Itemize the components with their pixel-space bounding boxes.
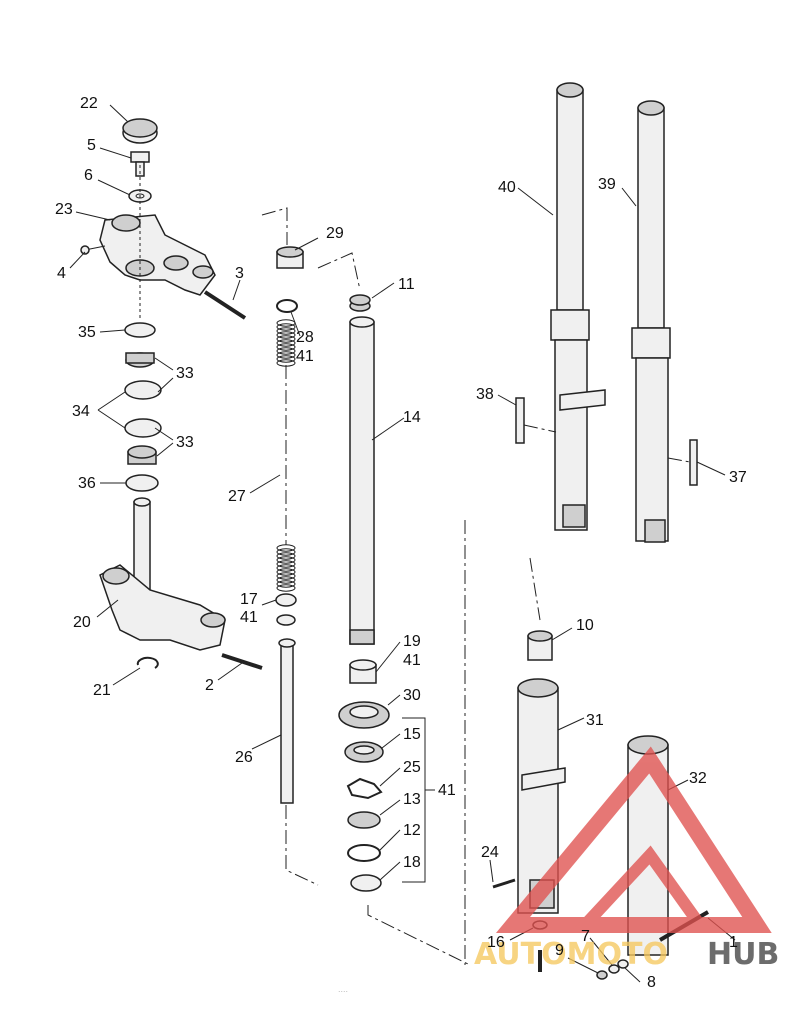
spring-coil [276,548,296,556]
callout-4: 4 [57,265,66,282]
callout-13: 13 [403,791,421,808]
callout-34: 34 [72,403,90,420]
callout-30: 30 [403,687,421,704]
automotohub-watermark: AUTOMOTO HUB [474,746,779,972]
damper-column [261,207,319,886]
spring-coil [276,339,296,347]
callout-41-a: 41 [296,348,314,365]
inner-tube-column [317,252,471,966]
spring-coil [276,564,296,572]
callout-1: 1 [729,934,738,951]
leader-lines [69,104,736,983]
spring-coil [276,327,296,335]
callout-3: 3 [235,265,244,282]
callout-12: 12 [403,822,421,839]
callout-10: 10 [576,617,594,634]
callout-11: 11 [398,276,415,293]
callout-18: 18 [403,854,421,871]
callout-7: 7 [581,928,590,945]
spring-coil [276,556,296,564]
spring-coil [276,584,296,592]
callout-41-d: 41 [438,782,456,799]
callout-29: 29 [326,225,344,242]
callout-26: 26 [235,749,253,766]
callout-20: 20 [73,614,91,631]
callout-35: 35 [78,324,96,341]
spring-coil [276,576,296,584]
spring-coil [276,560,296,568]
callout-23: 23 [55,201,73,218]
callout-15: 15 [403,726,421,743]
spring-coil [276,552,296,560]
callout-8: 8 [647,974,656,991]
spring-coil [276,347,296,355]
callout-labels: 22 5 6 23 4 3 35 33 34 33 36 20 21 2 29 … [55,95,747,991]
callout-31: 31 [586,712,604,729]
callout-41-b: 41 [240,609,258,626]
lower-sliders [464,520,710,980]
callout-2: 2 [205,677,214,694]
spring-coil [276,355,296,363]
spring-coil [276,343,296,351]
callout-24: 24 [481,844,499,861]
steering-assembly [80,118,263,670]
callout-39: 39 [598,176,616,193]
callout-14: 14 [403,409,421,426]
callout-6: 6 [84,167,93,184]
callout-28: 28 [296,329,314,346]
spring-coil [276,568,296,576]
spring-coil [276,323,296,331]
callout-41-c: 41 [403,652,421,669]
callout-17: 17 [240,591,258,608]
spring-coil [276,572,296,580]
watermark-text-hub: HUB [707,937,779,972]
callout-37: 37 [729,469,747,486]
callout-36: 36 [78,475,96,492]
callout-33-lower: 33 [176,434,194,451]
callout-9: 9 [555,942,564,959]
callout-22: 22 [80,95,98,112]
callout-25: 25 [403,759,421,776]
callout-19: 19 [403,633,421,650]
callout-5: 5 [87,137,96,154]
callout-27: 27 [228,488,246,505]
callout-38: 38 [476,386,494,403]
callout-16: 16 [487,934,505,951]
spring-coil [276,580,296,588]
callout-32: 32 [689,770,707,787]
spring-coil [276,335,296,343]
spring-coil [276,351,296,359]
spring-coil [276,331,296,339]
callout-33-upper: 33 [176,365,194,382]
footer-caption: .... [338,984,348,994]
callout-40: 40 [498,179,516,196]
assembled-forks [515,82,698,543]
callout-21: 21 [93,682,111,699]
watermark-text-auto-moto: AUTOMOTO [474,937,668,972]
